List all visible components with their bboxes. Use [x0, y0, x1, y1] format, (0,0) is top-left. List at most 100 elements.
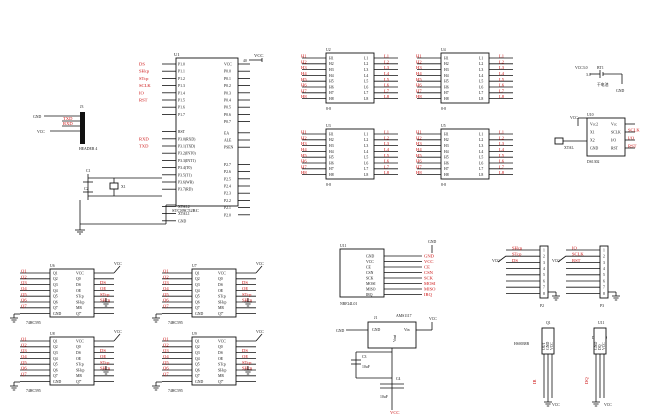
sr-left-net: Q2	[21, 274, 27, 279]
driver-left-net: H3	[416, 141, 422, 146]
connector-pin-num: 8	[543, 292, 545, 296]
mcu-right-pin-label: P2.7	[224, 163, 231, 167]
sr-left-pin: Q5	[195, 363, 200, 367]
radio-pin-label: SCK	[366, 276, 374, 280]
driver-left-pin: H4	[329, 150, 334, 154]
sr-left-net: Q6	[21, 366, 27, 371]
driver-right-net: L8	[384, 94, 390, 99]
regulator-ams1117: J1 AMS1117 GND Vin Vout VCC GND C3 10uF …	[336, 314, 437, 415]
driver-right-pin: L4	[479, 74, 483, 78]
sr-ref: U9	[192, 332, 197, 336]
radio-pin-label: MISO	[366, 287, 376, 291]
sensor-gnd-symbol	[592, 398, 600, 407]
connector-net: SCLK	[572, 252, 584, 257]
connector-pin-num: 7	[543, 286, 545, 290]
battery-ref: BT1	[597, 66, 604, 70]
sr-left-pin: Q4	[53, 357, 58, 361]
connector-pin-num: 1	[603, 248, 605, 252]
sr-right-pin: SHcp	[76, 368, 85, 372]
sr-ref: U6	[50, 264, 55, 268]
driver-right-pin: L3	[364, 68, 368, 72]
sr-left-net: Q5	[163, 292, 169, 297]
radio-pin-label: CSN	[366, 271, 374, 275]
sr-left-net: Q7	[21, 303, 27, 308]
driver-left-net: H6	[301, 159, 307, 164]
driver-left-pin: H4	[329, 74, 334, 78]
wire	[255, 333, 263, 342]
connector-pin-num: 8	[603, 292, 605, 296]
rtc-crystal-label: XTAL	[564, 146, 574, 150]
sr-left-net: Q4	[163, 286, 169, 291]
driver-right-net: L6	[499, 83, 505, 88]
connector-net: STcp	[512, 252, 522, 257]
mcu-right-pin-label: P2.6	[224, 170, 231, 174]
sensor-pin: GND	[594, 342, 598, 350]
crystal-x1-label: X1	[121, 185, 126, 189]
sr-gnd-symbol	[102, 298, 110, 307]
sr-left-net: Q6	[163, 298, 169, 303]
sr-left-pin: Q5	[53, 363, 58, 367]
sr-right-net: SHcp	[100, 298, 111, 303]
rtc-net: RST	[628, 143, 637, 148]
rtc-right-pin: Vcc	[611, 122, 617, 126]
cap-c2: C2	[84, 187, 89, 191]
sensor-net: DQ	[584, 377, 589, 384]
sr-right-pin: Q0	[218, 345, 223, 349]
driver-right-net: L7	[384, 164, 390, 169]
driver-label: 8-8	[441, 183, 446, 187]
sr-part: 74HC595	[168, 321, 183, 325]
sr-left-net: Q2	[163, 342, 169, 347]
driver-right-net: L4	[499, 147, 505, 152]
driver-right-pin: L1	[479, 56, 483, 60]
reg-body	[367, 321, 417, 349]
mcu-right-pin-label: P2.4	[224, 185, 231, 189]
reg-pin-vin: Vin	[404, 328, 410, 332]
driver-right-pin: L2	[479, 62, 483, 66]
sensor-pin: GND	[546, 342, 550, 350]
sr-right-net: OE	[242, 354, 248, 359]
mcu-left-pin-label: GND	[178, 219, 186, 223]
sr-left-pin: Q3	[53, 351, 58, 355]
sr-right-pin: OE	[218, 289, 224, 293]
reg-vcc: VCC	[429, 317, 437, 321]
driver-right-net: L5	[384, 77, 390, 82]
connector-ref: P3	[600, 304, 604, 308]
driver-left-pin: H8	[329, 97, 334, 101]
driver-ref: U4	[441, 48, 446, 52]
sr-right-pin: Q7'	[76, 312, 82, 316]
sr-gnd-symbol	[152, 382, 160, 391]
driver-left-net: H8	[301, 94, 307, 99]
cap-c1: C1	[86, 169, 91, 173]
driver-left-net: H3	[416, 65, 422, 70]
connector-net: DS	[512, 258, 518, 263]
driver-left-pin: H6	[444, 161, 449, 165]
driver-right-net: L7	[499, 164, 505, 169]
sr-right-pin: DS	[218, 351, 223, 355]
mcu-vcc-label: VCC	[254, 53, 263, 58]
connector-pin-num: 1	[543, 248, 545, 252]
crystal-x1	[109, 182, 119, 190]
sr-left-net: Q5	[163, 360, 169, 365]
driver-right-pin: L5	[364, 156, 368, 160]
driver-left-pin: H1	[329, 132, 334, 136]
mcu-left-net: RXD	[139, 136, 149, 141]
sr-right-pin: Q7'	[218, 380, 224, 384]
radio-net-label: MOSI	[424, 281, 436, 286]
header-j3: J3 HEADER 4 TXD RXD GND VCC	[33, 105, 97, 151]
driver-right-pin: L2	[364, 138, 368, 142]
sr-right-pin: DS	[76, 351, 81, 355]
wire	[255, 265, 263, 274]
driver-ref: U5	[441, 124, 446, 128]
connector-net: SHcp	[512, 245, 523, 250]
sensor-ds18b20: U11DS18B20GNDDQVCCDQVCC	[584, 321, 612, 407]
driver-right-net: L6	[384, 159, 390, 164]
driver-left-net: H4	[416, 71, 422, 76]
driver-body	[325, 52, 375, 104]
driver-left-pin: H8	[444, 97, 449, 101]
driver-label: 8-8	[441, 107, 446, 111]
driver-right-pin: L4	[364, 150, 368, 154]
